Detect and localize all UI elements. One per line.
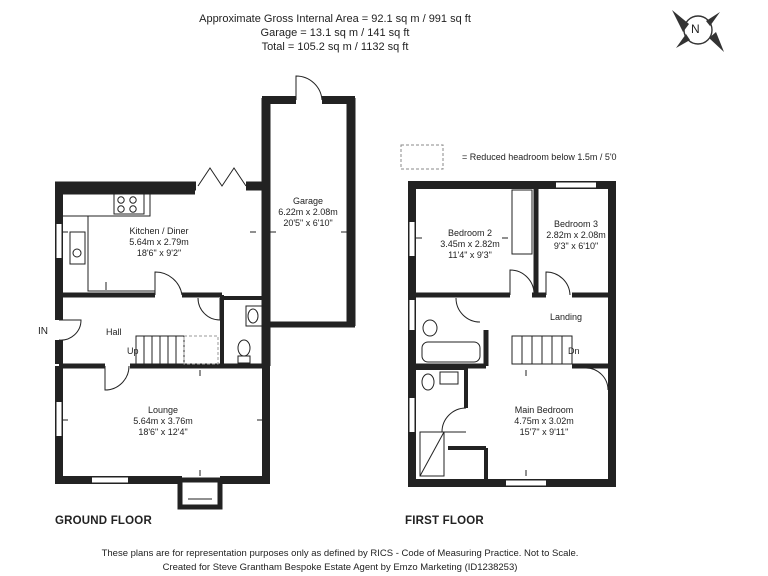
bedroom-3-imperial: 9'3" x 6'10"	[553, 241, 599, 251]
main-bedroom-label: Main Bedroom 4.75m x 3.02m 15'7" x 9'11"	[494, 405, 594, 438]
first-floor-plan	[408, 181, 616, 487]
kitchen-imperial: 18'6" x 9'2"	[136, 248, 182, 258]
kitchen-name: Kitchen / Diner	[129, 226, 189, 236]
lounge-metric: 5.64m x 3.76m	[133, 416, 193, 426]
reduced-headroom-legend: = Reduced headroom below 1.5m / 5'0	[462, 152, 617, 162]
compass-north-label: N	[691, 22, 700, 36]
garage-label: Garage 6.22m x 2.08m 20'5" x 6'10"	[258, 196, 358, 229]
bedroom-2-imperial: 11'4" x 9'3"	[448, 250, 492, 260]
area-total-line: Approximate Gross Internal Area = 92.1 s…	[199, 13, 471, 25]
ground-floor-plan	[55, 75, 356, 510]
credit-text: Created for Steve Grantham Bespoke Estat…	[162, 562, 518, 573]
first-floor-title: FIRST FLOOR	[405, 515, 484, 527]
lounge-label: Lounge 5.64m x 3.76m 18'6" x 12'4"	[108, 405, 218, 438]
garage-name: Garage	[292, 196, 324, 206]
disclaimer-text: These plans are for representation purpo…	[101, 548, 579, 559]
area-sum-line: Total = 105.2 sq m / 1132 sq ft	[261, 41, 409, 53]
area-garage-line: Garage = 13.1 sq m / 141 sq ft	[260, 27, 410, 39]
compass-icon	[672, 10, 724, 52]
lounge-imperial: 18'6" x 12'4"	[138, 427, 188, 437]
kitchen-metric: 5.64m x 2.79m	[129, 237, 189, 247]
lounge-name: Lounge	[147, 405, 179, 415]
bedroom-3-name: Bedroom 3	[553, 219, 599, 229]
bedroom-2-name: Bedroom 2	[447, 228, 493, 238]
main-bedroom-name: Main Bedroom	[514, 405, 574, 415]
entrance-label: IN	[38, 326, 48, 337]
main-bedroom-imperial: 15'7" x 9'11"	[519, 427, 569, 437]
bedroom-2-label: Bedroom 2 3.45m x 2.82m 11'4" x 9'3"	[420, 228, 520, 261]
kitchen-label: Kitchen / Diner 5.64m x 2.79m 18'6" x 9'…	[104, 226, 214, 259]
reduced-headroom-legend-box	[400, 144, 444, 170]
garage-imperial: 20'5" x 6'10"	[283, 218, 333, 228]
main-bedroom-metric: 4.75m x 3.02m	[514, 416, 574, 426]
landing-label: Landing	[550, 312, 583, 322]
garage-metric: 6.22m x 2.08m	[278, 207, 338, 217]
stairs-up-label: Up	[127, 346, 139, 356]
ground-floor-title: GROUND FLOOR	[55, 515, 152, 527]
bedroom-2-metric: 3.45m x 2.82m	[440, 239, 500, 249]
stairs-down-label: Dn	[568, 346, 580, 356]
hall-label: Hall	[106, 327, 122, 337]
bedroom-3-metric: 2.82m x 2.08m	[546, 230, 606, 240]
bedroom-3-label: Bedroom 3 2.82m x 2.08m 9'3" x 6'10"	[538, 219, 614, 252]
